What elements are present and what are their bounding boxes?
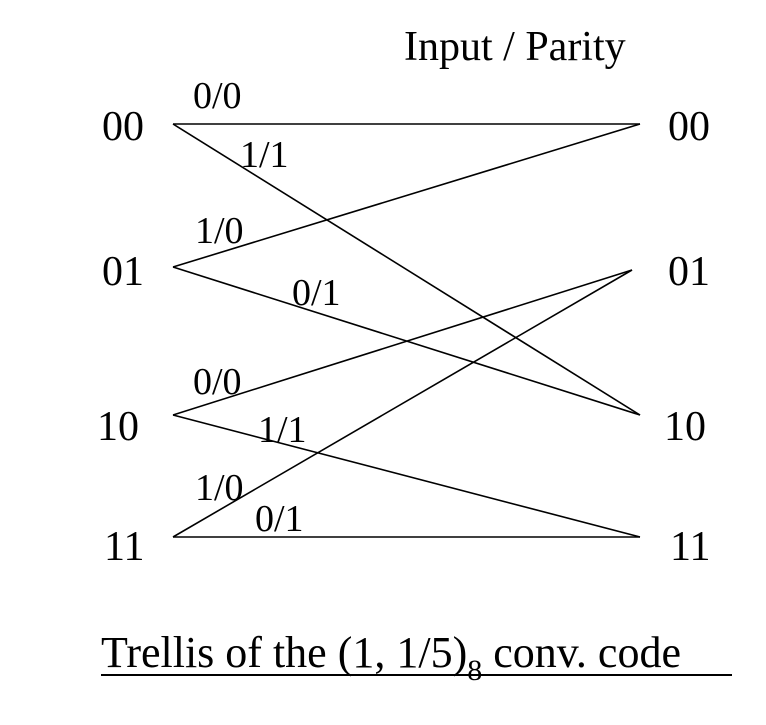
edge-00-to-10 — [172, 123, 641, 416]
header-label: Input / Parity — [404, 24, 626, 70]
edge-label-11-to-01: 1/0 — [195, 467, 244, 509]
caption: Trellis of the (1, 1/5)8 conv. code — [101, 628, 681, 687]
right-state-11: 11 — [670, 524, 710, 570]
edge-01-to-00 — [172, 123, 641, 268]
edge-label-11-to-11: 0/1 — [255, 498, 304, 540]
caption-suffix: conv. code — [482, 628, 681, 677]
caption-main: Trellis of the (1, 1/5) — [101, 628, 467, 677]
edge-10-to-11 — [172, 414, 641, 538]
left-state-00: 00 — [102, 104, 144, 150]
edge-label-10-to-11: 1/1 — [258, 409, 307, 451]
edge-label-01-to-10: 0/1 — [292, 272, 341, 314]
left-state-01: 01 — [102, 249, 144, 295]
left-state-11: 11 — [104, 524, 144, 570]
edge-label-00-to-10: 1/1 — [240, 134, 289, 176]
edge-10-to-01 — [172, 269, 633, 416]
edge-label-01-to-00: 1/0 — [195, 210, 244, 252]
right-state-10: 10 — [664, 404, 706, 450]
left-state-10: 10 — [97, 404, 139, 450]
right-state-00: 00 — [668, 104, 710, 150]
caption-subscript: 8 — [467, 654, 482, 687]
right-state-01: 01 — [668, 249, 710, 295]
edge-label-00-to-00: 0/0 — [193, 75, 242, 117]
edge-label-10-to-01: 0/0 — [193, 361, 242, 403]
edge-11-to-01 — [172, 269, 633, 538]
